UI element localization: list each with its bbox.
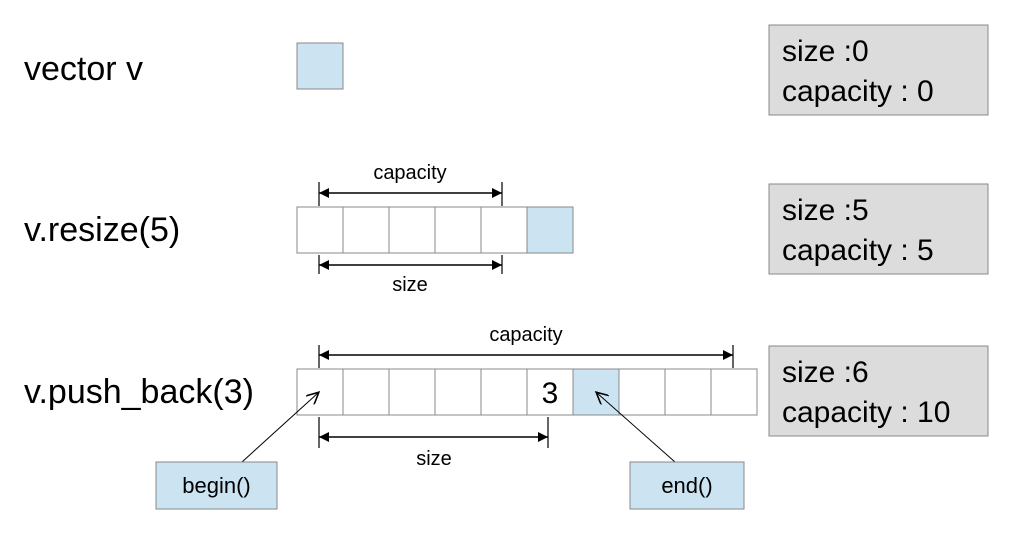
status-box-background	[768, 183, 989, 275]
memory-cell	[434, 206, 482, 254]
memory-cell	[710, 368, 758, 416]
memory-cell	[296, 368, 344, 416]
size-readout: size :6	[782, 356, 869, 389]
memory-cell	[526, 368, 574, 416]
capacity-dimension: capacity	[318, 324, 734, 368]
size-label: size	[392, 274, 428, 296]
size-label: size	[416, 448, 452, 470]
end-iterator: end()	[597, 393, 745, 510]
capacity-readout: capacity : 5	[782, 234, 934, 267]
memory-cell	[342, 206, 390, 254]
begin-label: begin()	[182, 473, 250, 498]
size-dimension: size	[318, 417, 549, 470]
memory-cells	[296, 42, 344, 90]
memory-cells	[296, 206, 574, 254]
memory-cell	[480, 206, 528, 254]
end-slot-cell	[526, 206, 574, 254]
capacity-readout: capacity : 0	[782, 75, 934, 108]
end-slot-cell	[296, 42, 344, 90]
size-readout: size :5	[782, 194, 869, 227]
memory-cell	[388, 368, 436, 416]
row-push-back: v.push_back(3) capacity 3 size begin() e…	[24, 324, 989, 510]
memory-cell	[434, 368, 482, 416]
status-box-background	[768, 24, 989, 116]
size-dimension: size	[318, 255, 503, 296]
capacity-readout: capacity : 10	[782, 396, 950, 429]
row-resize: v.resize(5) capacity size size :5 capaci…	[24, 162, 989, 296]
end-slot-cell	[572, 368, 620, 416]
memory-cell	[342, 368, 390, 416]
operation-label: v.resize(5)	[24, 211, 180, 249]
row-empty-vector: vector v size :0 capacity : 0	[24, 24, 989, 116]
capacity-dimension: capacity	[318, 162, 503, 206]
memory-cell	[388, 206, 436, 254]
status-box: size :5 capacity : 5	[768, 183, 989, 275]
size-readout: size :0	[782, 35, 869, 68]
begin-iterator: begin()	[155, 393, 318, 510]
memory-cell	[618, 368, 666, 416]
memory-cells: 3	[296, 368, 758, 416]
end-label-box	[629, 461, 745, 510]
operation-label: v.push_back(3)	[24, 373, 254, 411]
begin-pointer-arrow	[241, 393, 318, 463]
end-pointer-arrow	[597, 393, 676, 463]
status-box: size :6 capacity : 10	[768, 345, 989, 437]
status-box-background	[768, 345, 989, 437]
end-label: end()	[661, 473, 712, 498]
capacity-label: capacity	[489, 324, 562, 346]
memory-cell	[664, 368, 712, 416]
begin-label-box	[155, 461, 278, 510]
memory-cell	[296, 206, 344, 254]
memory-cell	[480, 368, 528, 416]
capacity-label: capacity	[373, 162, 446, 184]
status-box: size :0 capacity : 0	[768, 24, 989, 116]
operation-label: vector v	[24, 50, 143, 88]
cell-value: 3	[542, 377, 559, 410]
